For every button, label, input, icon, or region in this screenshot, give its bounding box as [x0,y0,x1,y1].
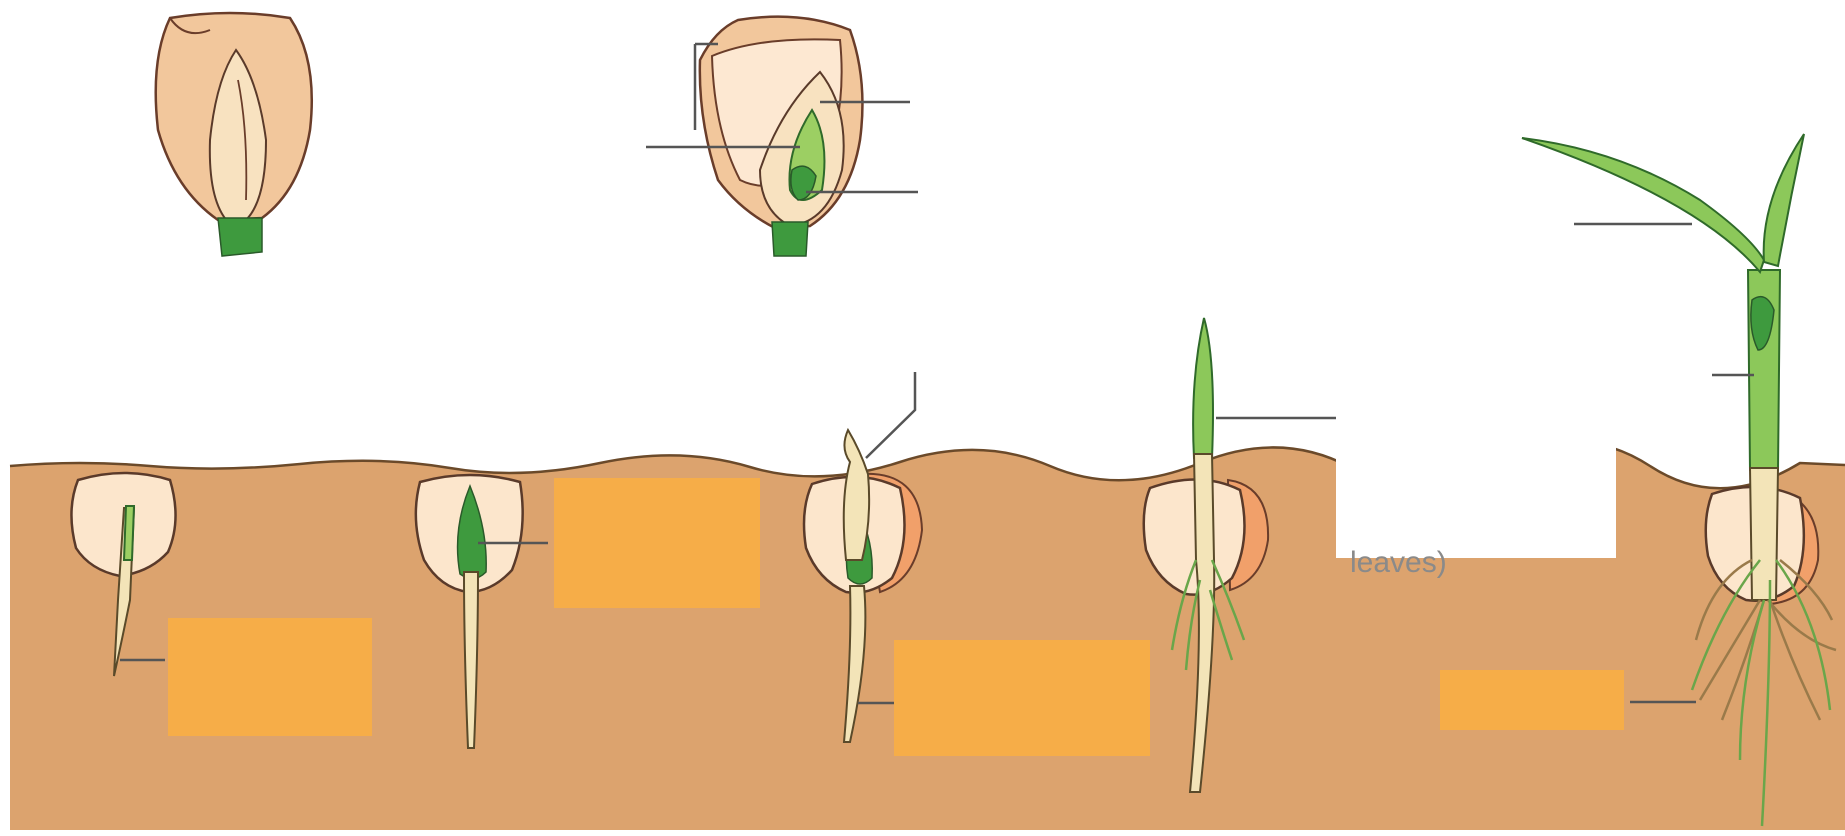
answer-box-1 [168,618,372,736]
kernel-whole [156,13,312,256]
answer-box-2 [554,478,760,608]
answer-box-3 [894,640,1150,756]
shoot [1193,318,1213,458]
kernel-tip [218,218,262,256]
kernel-section [646,17,918,256]
section-tip [772,222,808,256]
leaf-left [1522,138,1764,272]
leaf-right [1764,134,1804,266]
label-fragment: leaves) [1350,546,1447,579]
leader-line [866,372,915,458]
answer-box-4 [1440,670,1624,730]
label-box-white [1336,408,1616,558]
